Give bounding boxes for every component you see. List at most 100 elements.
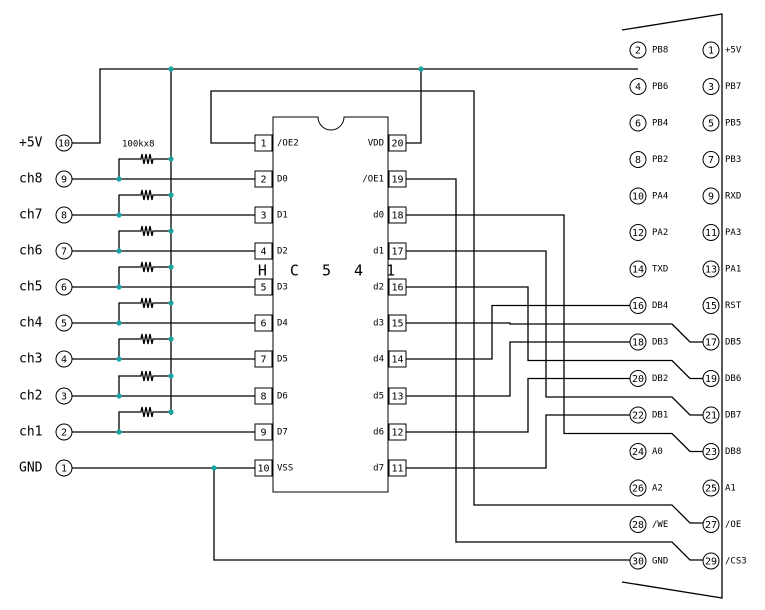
ic-pin-label-1: /OE2 [277,139,299,149]
gnd-return [213,468,630,561]
ic-pin-label-2: D0 [277,175,288,185]
ic-pin-label-4: D2 [277,247,288,257]
connector-pin-19 [702,370,720,387]
junction-dot [116,284,122,290]
connector-label-29: /CS3 [725,557,747,567]
data-out-wire [406,250,703,416]
ic-pin-label-12: d6 [373,428,384,438]
data-out-wire [406,322,703,343]
pullup-lead [118,194,133,215]
connector-label-9: RXD [725,192,741,202]
ic-pin-17-num: 17 [391,247,403,258]
ic-pin-7 [254,350,273,368]
pullup-resistor [133,370,161,382]
input-terminal-7 [55,242,73,260]
connector-label-24: A0 [652,447,663,457]
data-out-wire [406,286,703,380]
connector-pin-24-num: 24 [632,447,644,458]
vcc-wire [72,68,638,144]
connector-label-6: PB4 [652,119,668,129]
junction-dot [116,356,122,362]
connector-pin-15 [702,297,720,314]
data-out-wire [406,214,703,453]
connector-pin-2-num: 2 [635,46,641,57]
connector-pin-10-num: 10 [632,192,644,203]
ic-pin-16-num: 16 [391,283,403,294]
input-terminal-9-num: 9 [61,175,67,186]
connector-pin-3-num: 3 [708,82,714,93]
ic-pin-label-20: VDD [368,139,384,149]
connector-outline [621,13,723,599]
pullup-lead [118,302,133,323]
ic-pin-label-8: D6 [277,392,288,402]
ic-body [272,116,389,493]
resistor-label: 100kx8 [122,140,155,150]
input-terminal-1-num: 1 [61,464,67,475]
connector-pin-24 [629,443,647,460]
input-label-ch3: ch3 [19,352,42,367]
ic-pin-11 [388,459,407,477]
connector-pin-5 [702,114,720,132]
connector-label-19: DB6 [725,374,741,384]
components [55,13,723,599]
connector-label-7: PB3 [725,155,741,165]
connector-label-3: PB7 [725,82,741,92]
connector-pin-26 [629,479,647,497]
ic-pin-19-num: 19 [391,175,403,186]
input-terminal-4 [55,350,73,368]
input-label-ch2: ch2 [19,389,42,404]
connector-label-21: DB7 [725,411,741,421]
data-out-wire [406,414,630,469]
ic-pin-14 [388,350,407,368]
ic-pin-4 [254,242,273,260]
junction-dot [168,66,174,72]
connector-pin-23 [702,443,720,460]
connector-pin-19-num: 19 [705,374,717,385]
connector-pin-8 [629,151,647,168]
ic-pin-8-num: 8 [260,392,266,403]
connector-label-8: PB2 [652,155,668,165]
connector-label-18: DB3 [652,338,668,348]
connector-pin-29 [702,552,720,570]
junction-dot [418,66,424,72]
connector-label-14: TXD [652,265,668,275]
connector-pin-20 [629,370,647,387]
connector-pin-9 [702,187,720,205]
oe1-wire [406,178,703,561]
ic-pin-label-13: d5 [373,392,384,402]
data-out-wire [406,304,630,360]
pullup-lead [118,338,133,359]
connector-pin-29-num: 29 [705,557,717,568]
input-label-gnd: GND [19,461,43,476]
ic-pin-11-num: 11 [391,464,403,475]
junction-dot [168,373,174,379]
connector-pin-18 [629,333,647,351]
input-terminal-6-num: 6 [61,283,67,294]
connector-pin-6 [629,114,647,132]
ic-pin-8 [254,387,273,405]
connector-pin-12 [629,224,647,241]
ic-pin-label-6: D4 [277,319,288,329]
ic-pin-3 [254,206,273,224]
junction-dot [168,336,174,342]
ic-pin-9 [254,423,273,441]
input-label-ch4: ch4 [19,316,43,331]
connector-pin-27 [702,516,720,533]
connector-pin-21 [702,406,720,424]
ic-pin-18 [388,206,407,224]
connector-label-2: PB8 [652,46,668,56]
connector-pin-13-num: 13 [705,265,717,276]
junction-dot [168,228,174,234]
ic-pin-4-num: 4 [260,247,266,258]
connector-label-11: PA3 [725,228,741,238]
vdd-wire [406,69,422,144]
connector-pin-14-num: 14 [632,265,644,276]
ic-pin-label-5: D3 [277,283,288,293]
input-terminal-3-num: 3 [61,392,67,403]
input-terminal-9 [55,170,73,188]
connector-label-10: PA4 [652,192,668,202]
connector-pin-22 [629,406,647,424]
connector-pin-11-num: 11 [705,228,717,239]
connector-pin-16 [629,297,647,314]
